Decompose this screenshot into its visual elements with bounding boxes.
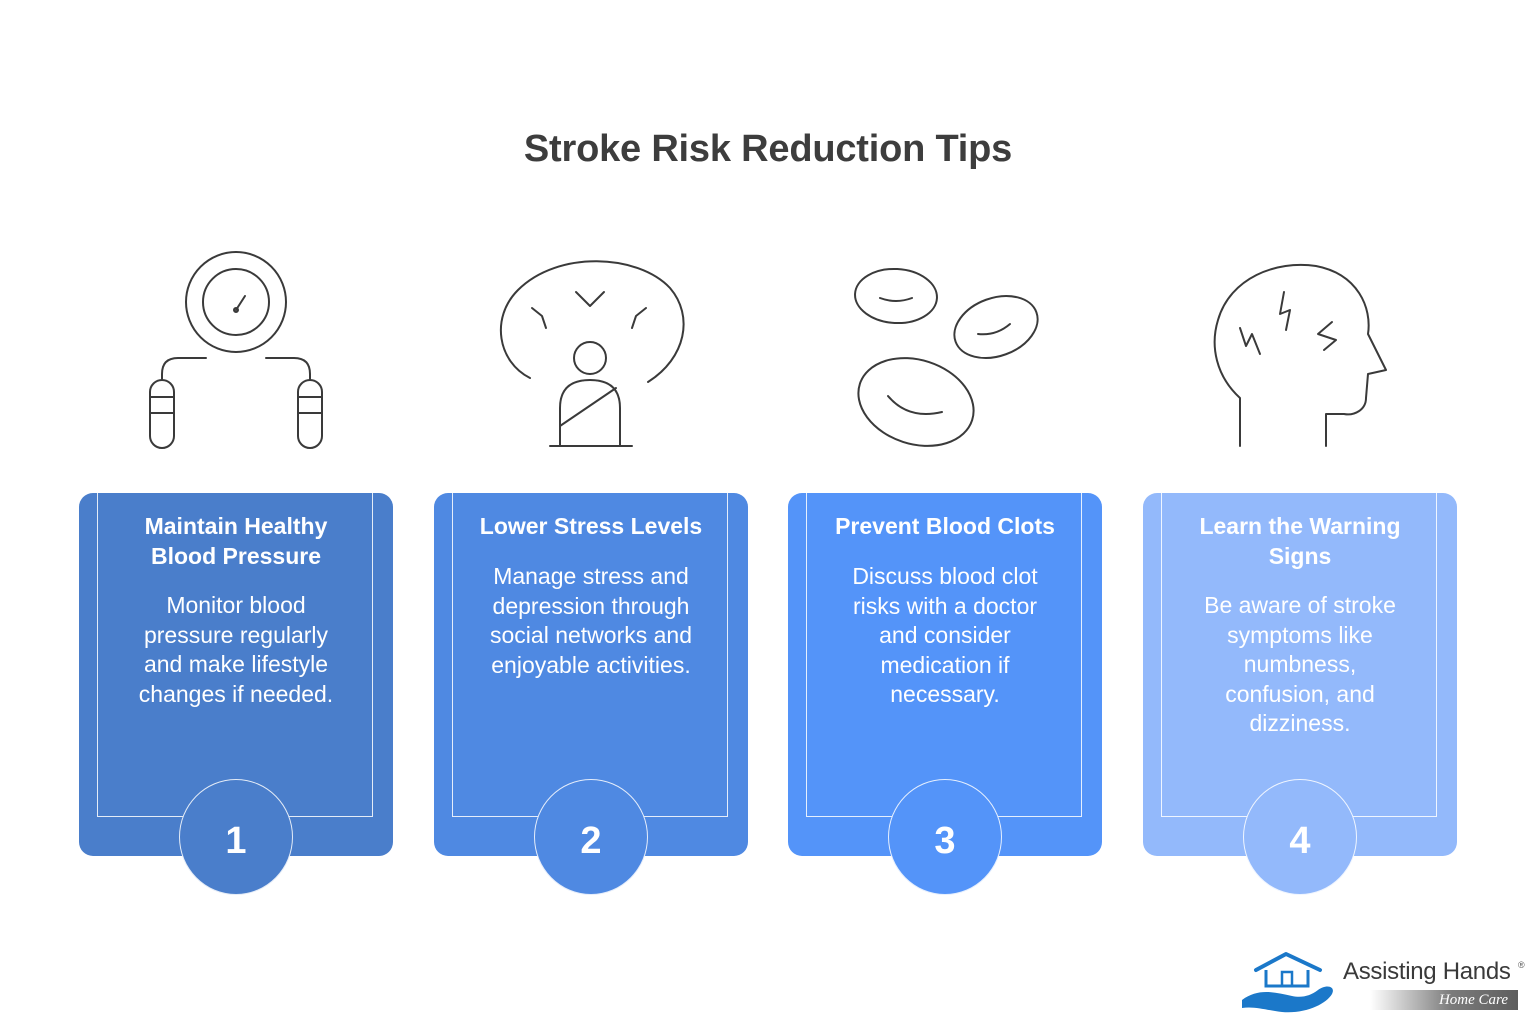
card-title: Learn the Warning Signs <box>1199 513 1401 569</box>
head-lightning-icon <box>1190 250 1410 460</box>
logo-name: Assisting Hands <box>1343 958 1511 985</box>
step-badge-2: 2 <box>534 779 648 895</box>
card-title: Lower Stress Levels <box>479 513 703 539</box>
company-logo: Assisting Hands ® Home Care <box>1236 948 1526 1018</box>
card-description: Manage stress and depression through soc… <box>490 563 692 678</box>
card-title: Prevent Blood Clots <box>835 513 1055 539</box>
stressed-person-icon <box>480 250 700 460</box>
card-description: Discuss blood clot risks with a doctor a… <box>852 563 1038 707</box>
blood-pressure-monitor-icon <box>126 250 346 460</box>
logo-subtitle: Home Care <box>1370 990 1518 1010</box>
card-description: Be aware of stroke symptoms like numbnes… <box>1204 592 1396 736</box>
card-title: Maintain Healthy Blood Pressure <box>144 513 328 569</box>
house-in-hand-icon <box>1242 952 1333 1013</box>
card-2: Lower Stress Levels Manage stress and de… <box>434 493 748 856</box>
page-title: Stroke Risk Reduction Tips <box>523 128 1013 170</box>
registered-mark: ® <box>1518 960 1525 970</box>
card-description: Monitor blood pressure regularly and mak… <box>138 592 334 707</box>
step-badge-4: 4 <box>1243 779 1357 895</box>
blood-cells-icon <box>836 250 1056 460</box>
step-badge-3: 3 <box>888 779 1002 895</box>
step-badge-1: 1 <box>179 779 293 895</box>
